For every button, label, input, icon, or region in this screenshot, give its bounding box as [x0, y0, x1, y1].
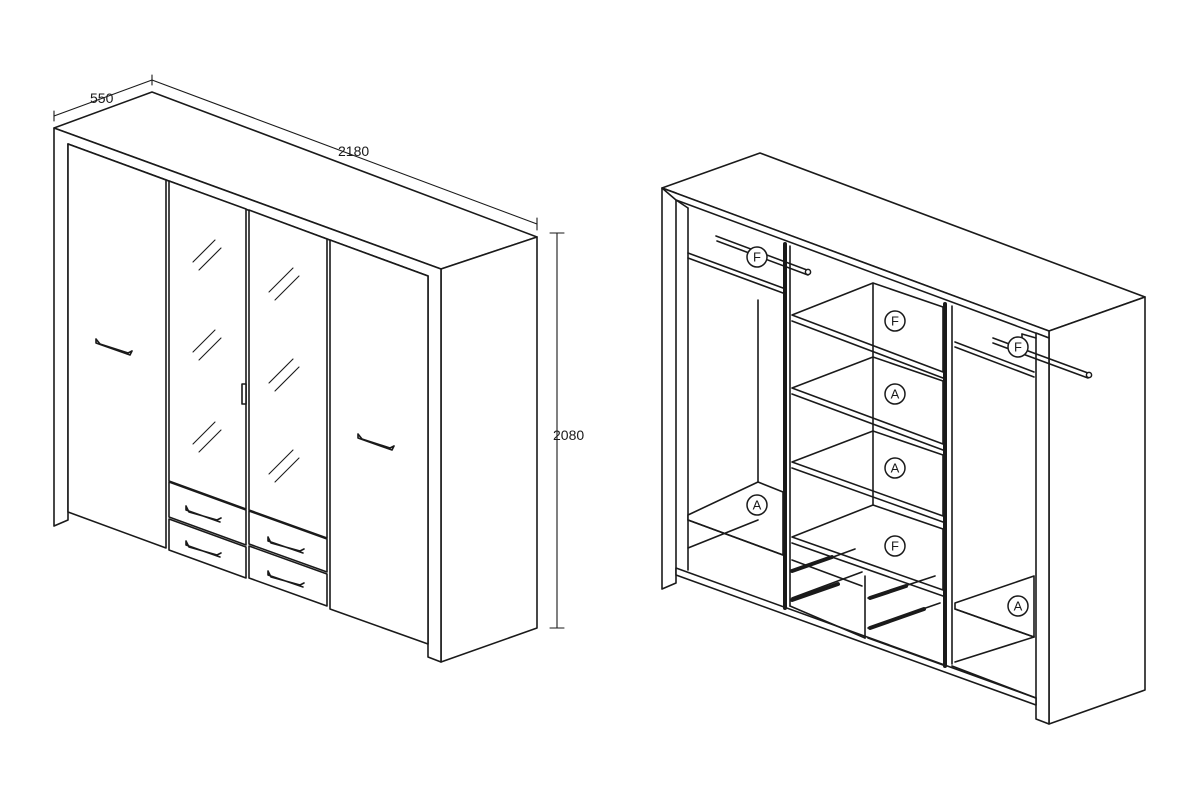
- rail-end-icon: [1085, 371, 1093, 379]
- open-drawers: [789, 548, 944, 666]
- shelf-center-4: [791, 504, 944, 591]
- right-front-post: [1035, 332, 1050, 725]
- drawer-1: [168, 481, 247, 546]
- open-side-panel: [1048, 296, 1146, 725]
- mirror-door-1: [168, 180, 247, 510]
- open-left-side: [661, 187, 677, 590]
- plinth: [675, 567, 1037, 706]
- closed-wardrobe: 550 2180 2080: [53, 74, 584, 663]
- handle-icon: [357, 433, 395, 451]
- depth-label: 550: [90, 90, 114, 106]
- svg-text:F: F: [891, 539, 899, 554]
- width-label: 2180: [338, 143, 369, 159]
- label-badge-rail-right: F: [1007, 336, 1029, 358]
- label-badge-shelf-left: A: [746, 494, 768, 516]
- shelf-center-3: [791, 430, 944, 517]
- knob-icon: [241, 383, 247, 405]
- door-left: [67, 143, 167, 549]
- label-badge-shelf-center-3: A: [884, 457, 906, 479]
- svg-text:A: A: [891, 461, 900, 476]
- svg-text:A: A: [753, 498, 762, 513]
- svg-text:F: F: [1014, 340, 1022, 355]
- side-panel: [440, 236, 538, 663]
- shelf-center-2: [791, 356, 944, 445]
- svg-text:A: A: [891, 387, 900, 402]
- mirror-reflection-marks: [192, 239, 300, 483]
- door-right: [329, 239, 429, 645]
- mirror-door-2: [248, 209, 328, 539]
- svg-text:F: F: [891, 314, 899, 329]
- dimension-lines: [53, 74, 565, 629]
- svg-text:A: A: [1014, 599, 1023, 614]
- shelf-center-1: [791, 282, 944, 373]
- drawer-3: [248, 510, 328, 573]
- label-badge-shelf-right-bottom: A: [1007, 595, 1029, 617]
- drawer-4: [248, 545, 328, 607]
- svg-text:F: F: [753, 250, 761, 265]
- handle-icon: [95, 338, 133, 356]
- shelf-left: [687, 481, 784, 556]
- drawer-2: [168, 518, 247, 579]
- label-badge-shelf-center-4: F: [884, 535, 906, 557]
- open-wardrobe: F F A F A A F A: [661, 152, 1146, 725]
- label-badge-shelf-center-2: A: [884, 383, 906, 405]
- rail-end-icon: [804, 268, 812, 276]
- height-label: 2080: [553, 427, 584, 443]
- drawer-handles: [185, 505, 305, 588]
- label-badge-rail-left: F: [746, 246, 768, 268]
- label-badge-shelf-center-top: F: [884, 310, 906, 332]
